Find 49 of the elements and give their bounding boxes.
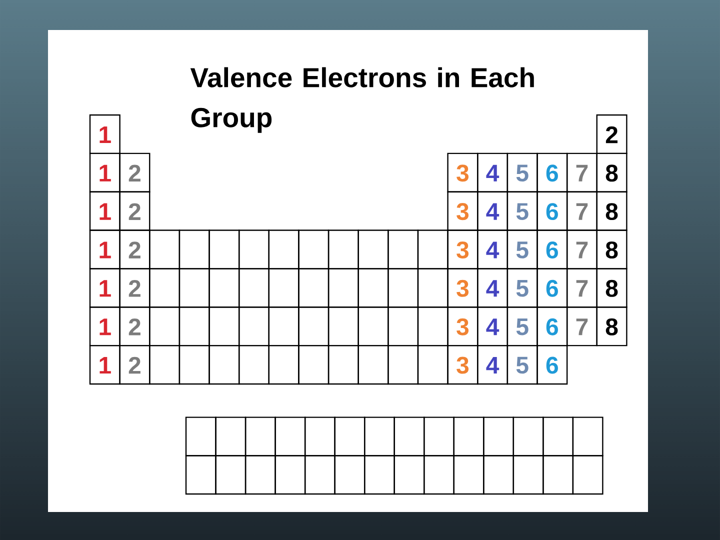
table-cell: 2	[119, 306, 150, 346]
table-cell: 3	[447, 230, 478, 270]
table-cell: 5	[506, 306, 538, 346]
table-cell: 2	[119, 230, 150, 270]
table-cell: 5	[506, 344, 538, 385]
table-cell: 6	[536, 152, 568, 192]
table-cell: 4	[477, 268, 508, 308]
table-cell: 4	[477, 152, 508, 192]
table-cell: 8	[596, 306, 628, 346]
table-cell: 7	[566, 306, 598, 346]
table-cell: 3	[447, 344, 478, 385]
table-cell: 3	[447, 191, 478, 231]
table-cell: 6	[536, 344, 568, 385]
table-cell: 7	[566, 268, 598, 308]
table-cell: 1	[89, 230, 120, 270]
table-cell: 8	[596, 230, 628, 270]
table-cell: 4	[477, 191, 508, 231]
table-cell: 1	[89, 191, 120, 231]
table-cell: 2	[596, 114, 628, 154]
table-cell: 4	[477, 344, 508, 385]
table-cell: 7	[566, 191, 598, 231]
table-cell: 8	[596, 152, 628, 192]
table-cell: 6	[536, 268, 568, 308]
table-cell: 1	[89, 306, 120, 346]
table-cell: 2	[119, 268, 150, 308]
table-cell: 2	[119, 344, 150, 385]
table-cell: 8	[596, 268, 628, 308]
table-cell: 3	[447, 268, 478, 308]
table-cell: 2	[119, 152, 150, 192]
table-cell: 1	[89, 152, 120, 192]
table-cell: 6	[536, 230, 568, 270]
table-cell: 5	[506, 268, 538, 308]
table-cell: 5	[506, 230, 538, 270]
table-cell: 2	[119, 191, 150, 231]
table-cell: 1	[89, 114, 120, 154]
table-cell: 5	[506, 191, 538, 231]
table-cell: 7	[566, 230, 598, 270]
title: Valence Electrons in Each Group	[190, 67, 534, 133]
table-cell: 4	[477, 230, 508, 270]
table-cell: 3	[447, 306, 478, 346]
table-cell: 5	[506, 152, 538, 192]
table-cell: 4	[477, 306, 508, 346]
table-cell: 3	[447, 152, 478, 192]
table-cell: 7	[566, 152, 598, 192]
table-cell: 1	[89, 344, 120, 385]
table-cell: 8	[596, 191, 628, 231]
table-cell: 6	[536, 191, 568, 231]
table-cell: 6	[536, 306, 568, 346]
table-cell: 1	[89, 268, 120, 308]
